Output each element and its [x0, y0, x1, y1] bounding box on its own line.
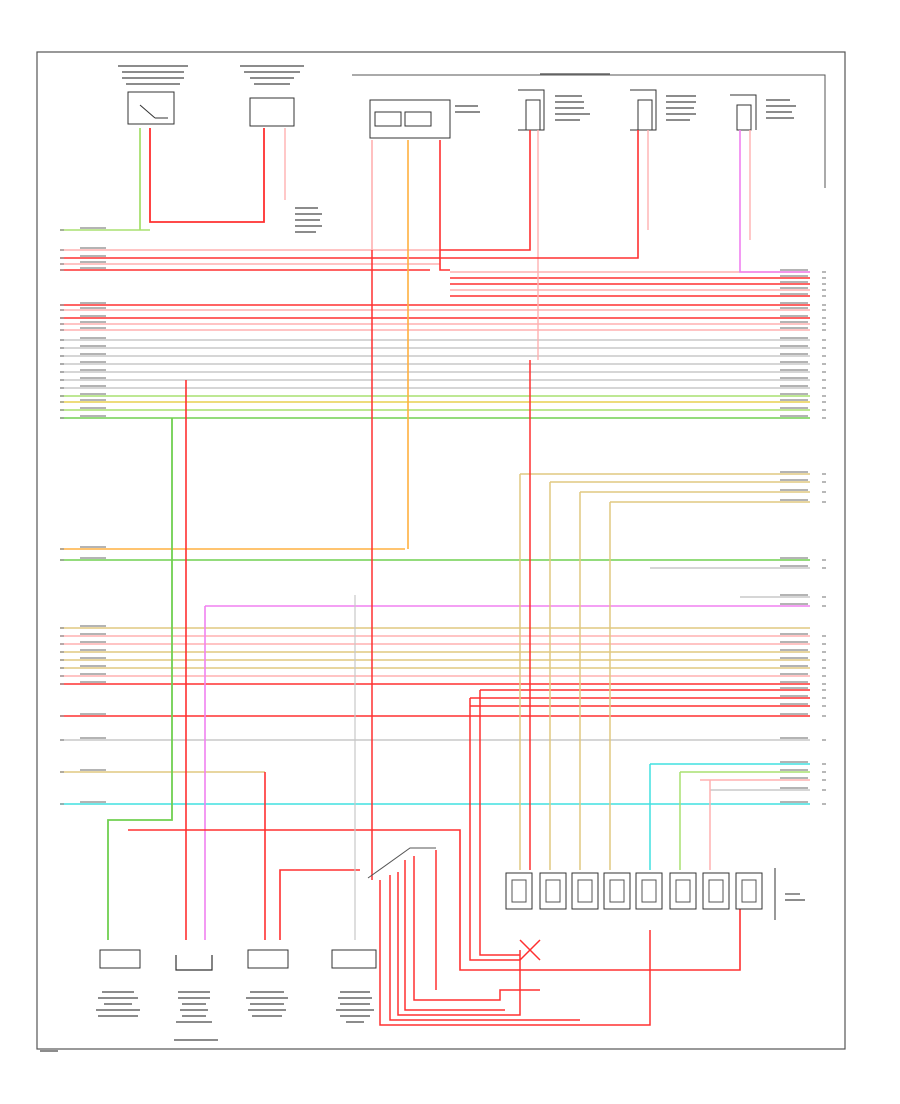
wire-93 [519, 939, 541, 961]
wire-88 [404, 860, 505, 1011]
wire-91 [367, 847, 436, 879]
wire-72 [128, 829, 741, 971]
wire-87 [397, 872, 521, 1016]
relay-coil-2 [545, 879, 561, 903]
relay-2 [539, 872, 567, 910]
relay-coil-8 [741, 879, 757, 903]
component-top-6 [730, 94, 757, 131]
relay-6 [669, 872, 697, 910]
relay-8 [735, 872, 763, 910]
component-top-4 [518, 89, 545, 131]
wire-86 [389, 875, 580, 1021]
relay-coil-4 [609, 879, 625, 903]
component-top-2 [249, 97, 295, 127]
relay-7 [702, 872, 730, 910]
relay-3 [571, 872, 599, 910]
wire-69 [107, 418, 173, 940]
relay-4 [603, 872, 631, 910]
component-bottom-3 [247, 949, 289, 969]
wire-89 [413, 856, 540, 1001]
wire-73 [279, 869, 360, 940]
relay-coil-6 [675, 879, 691, 903]
header-bracket [352, 74, 826, 188]
wire-85 [379, 880, 651, 1026]
relay-block [505, 868, 805, 920]
wire-66 [739, 130, 810, 273]
relay-coil-5 [641, 879, 657, 903]
bottom-label-lines [40, 991, 374, 1052]
component-bottom-4 [331, 949, 377, 969]
component-top-1 [127, 91, 175, 125]
wire-64 [440, 130, 639, 259]
component-top-5 [630, 89, 657, 131]
relay-5 [635, 872, 663, 910]
relay-coil-1 [511, 879, 527, 903]
row-label-layer [60, 227, 826, 805]
component-top-3 [369, 99, 451, 139]
wire-56 [149, 128, 265, 223]
relay-coil-7 [708, 879, 724, 903]
wire-62 [440, 130, 531, 251]
wire-83 [469, 698, 520, 961]
wire-84 [479, 690, 520, 956]
component-bottom-1 [99, 949, 141, 969]
relay-coil-3 [577, 879, 593, 903]
diagram-frame [36, 51, 846, 1050]
relay-1 [505, 872, 533, 910]
component-bottom-2 [175, 955, 213, 971]
wire-layer [60, 128, 810, 1026]
top-label-lines [118, 65, 796, 233]
wire-61 [439, 140, 450, 271]
